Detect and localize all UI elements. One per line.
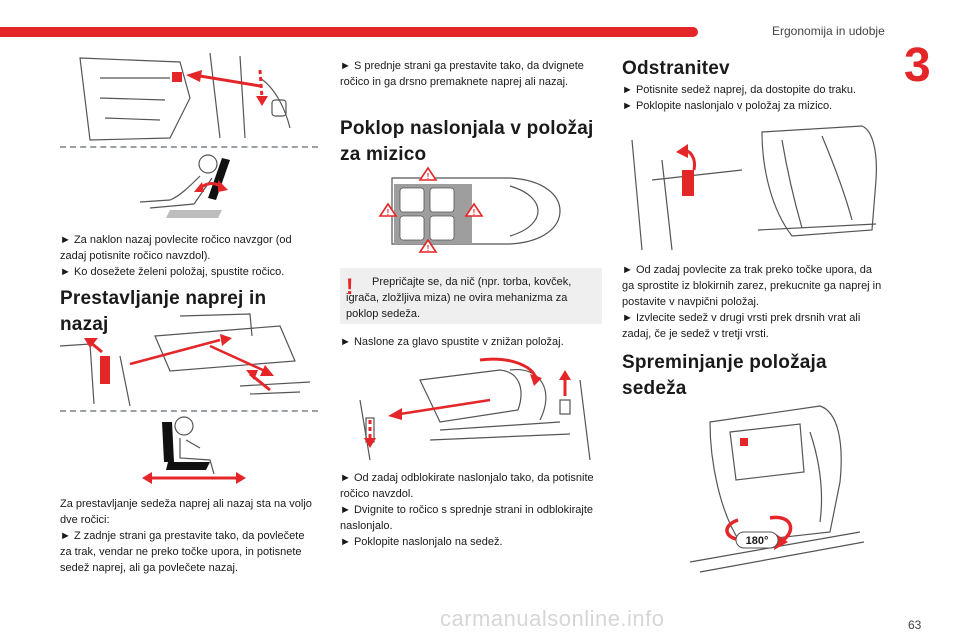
recline-pictogram	[139, 154, 230, 218]
illustration-folded-seat	[631, 125, 877, 251]
illustration-fold-backrest	[359, 357, 591, 461]
divider-dashed	[60, 146, 318, 148]
instruction-unlock-1: ► Od zadaj odblokirate naslonjalo tako, …	[340, 472, 594, 500]
slide-rear-instruction: ► Z zadnje strani ga prestavite tako, da…	[60, 530, 305, 574]
slide-intro: Za prestavljanje sedeža naprej ali nazaj…	[60, 498, 312, 526]
instruction-remove-1: ► Potisnite sedež naprej, da dostopite d…	[622, 84, 857, 96]
watermark: carmanualsonline.info	[440, 606, 665, 631]
svg-text:!: !	[427, 244, 430, 253]
illustration-vehicle-top-view: !!!!	[378, 166, 561, 253]
instruction-unlock-2: ► Dvignite to ročico s sprednje strani i…	[340, 504, 594, 532]
illustration-seat-slide	[59, 313, 311, 407]
warning-text: Prepričajte se, da nič (npr. torba, kovč…	[346, 276, 572, 320]
instruction-recline-2: ► Ko dosežete želeni položaj, spustite r…	[60, 266, 285, 278]
rotation-label: 180°	[746, 535, 769, 547]
heading-table-position: Poklop naslonjala v položaj za mizico	[340, 118, 594, 165]
header-accent-bar	[0, 27, 698, 37]
heading-slide: Prestavljanje naprej in nazaj	[60, 288, 267, 335]
section-title: Ergonomija in udobje	[772, 24, 885, 38]
instruction-front-lever: ► S prednje strani ga prestavite tako, d…	[340, 60, 584, 88]
slide-pictogram	[142, 416, 246, 484]
warning-note: ! Prepričajte se, da nič (npr. torba, ko…	[340, 268, 602, 324]
svg-text:!: !	[387, 208, 390, 217]
illustration-rotate-seat: 180°	[689, 405, 865, 573]
instruction-extract-seat: ► Izvlecite sedež v drugi vrsti prek drs…	[622, 312, 861, 340]
warning-triangle-icon	[378, 166, 484, 253]
divider-dashed	[60, 410, 318, 412]
instruction-pull-strap: ► Od zadaj povlecite za trak preko točke…	[622, 264, 882, 308]
instruction-unlock-3: ► Poklopite naslonjalo na sedež.	[340, 536, 503, 548]
instruction-headrest: ► Naslone za glavo spustite v znižan pol…	[340, 336, 564, 348]
instruction-remove-2: ► Poklopite naslonjalo v položaj za mizi…	[622, 100, 833, 112]
page-number: 63	[908, 618, 922, 632]
instruction-recline-1: ► Za naklon nazaj povlecite ročico navzg…	[60, 234, 292, 262]
svg-text:!: !	[473, 208, 476, 217]
svg-text:!: !	[427, 172, 430, 181]
exclamation-icon: !	[346, 274, 354, 299]
heading-reposition: Spreminjanje položaja sedeža	[622, 352, 827, 399]
illustration-recline-lever	[60, 48, 318, 144]
chapter-number: 3	[904, 39, 931, 92]
heading-removal: Odstranitev	[622, 58, 730, 79]
